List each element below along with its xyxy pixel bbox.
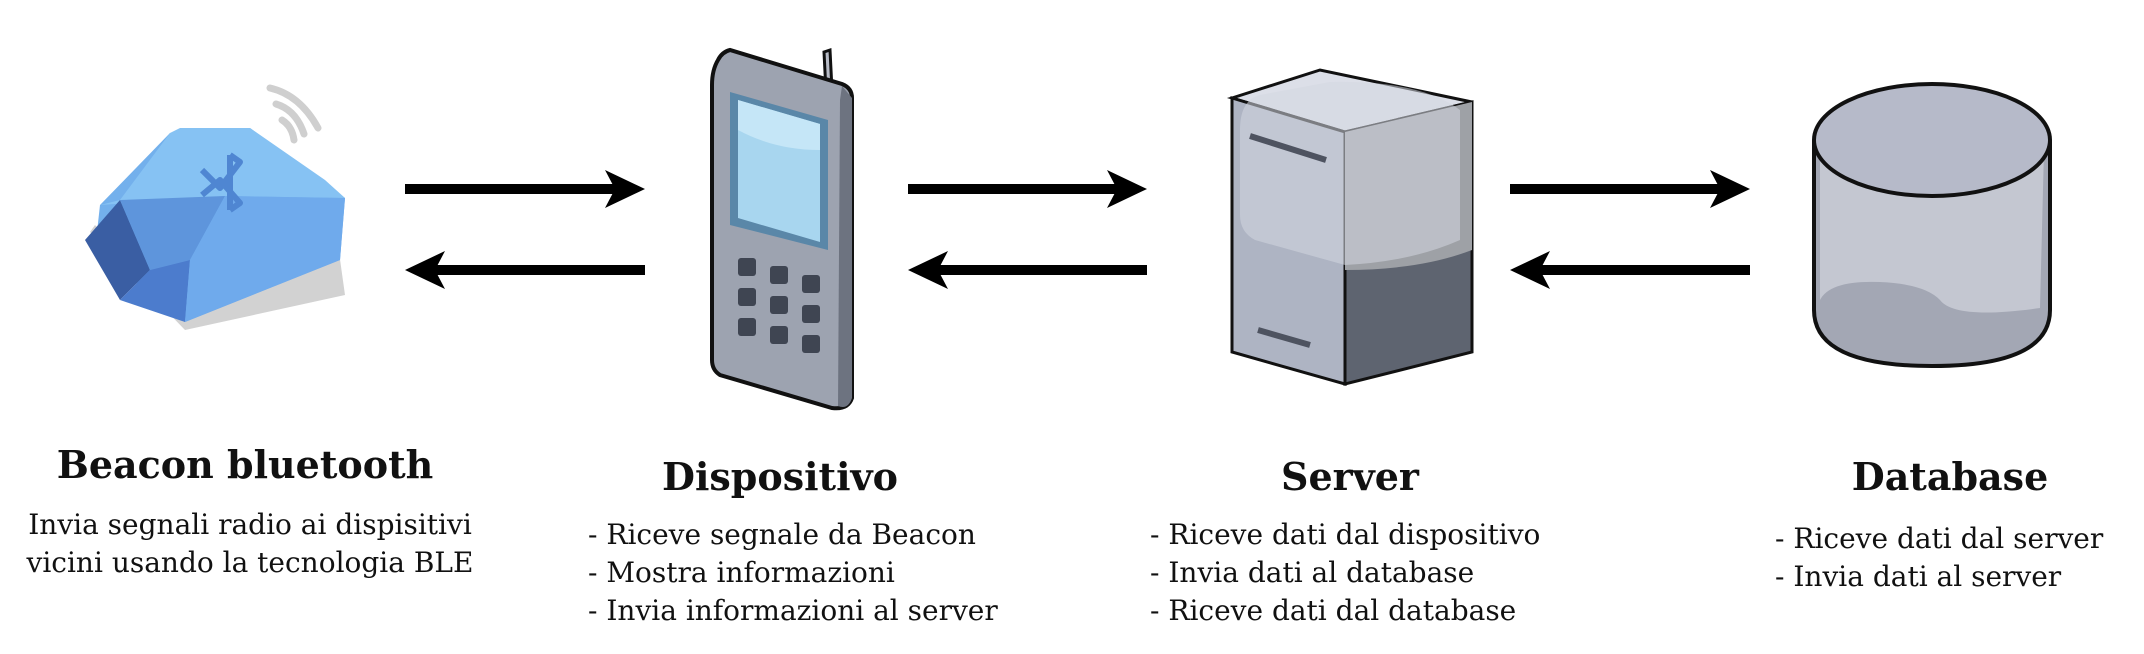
server-line: - Riceve dati dal database — [1150, 594, 1517, 627]
mobile-phone-icon — [710, 47, 854, 411]
beacon-line: vicini usando la tecnologia BLE — [26, 546, 474, 579]
bluetooth-beacon-icon — [85, 84, 345, 330]
database-line: - Riceve dati dal server — [1775, 522, 2104, 555]
server-description: - Riceve dati dal dispositivo - Invia da… — [1150, 516, 1540, 630]
arrow-database-to-server — [1510, 251, 1750, 289]
arrow-device-to-beacon — [405, 251, 645, 289]
server-line: - Riceve dati dal dispositivo — [1150, 518, 1541, 551]
device-line: - Mostra informazioni — [588, 556, 895, 589]
arrows — [405, 170, 1750, 289]
database-title: Database — [1851, 454, 2049, 499]
beacon-description: Invia segnali radio ai dispisitivi vicin… — [10, 506, 490, 582]
beacon-line: Invia segnali radio ai dispisitivi — [28, 508, 472, 541]
server-title: Server — [1281, 454, 1419, 499]
device-line: - Invia informazioni al server — [588, 594, 998, 627]
database-description: - Riceve dati dal server - Invia dati al… — [1775, 520, 2103, 596]
arrow-server-to-device — [908, 251, 1147, 289]
database-line: - Invia dati al server — [1775, 560, 2062, 593]
server-line: - Invia dati al database — [1150, 556, 1475, 589]
arrow-server-to-database — [1510, 170, 1750, 208]
arrow-beacon-to-device — [405, 170, 645, 208]
beacon-title: Beacon bluetooth — [56, 442, 434, 487]
device-title: Dispositivo — [662, 454, 898, 499]
device-line: - Riceve segnale da Beacon — [588, 518, 976, 551]
server-icon — [1226, 68, 1474, 386]
database-icon — [1812, 82, 2052, 369]
arrow-device-to-server — [908, 170, 1147, 208]
device-description: - Riceve segnale da Beacon - Mostra info… — [588, 516, 998, 630]
